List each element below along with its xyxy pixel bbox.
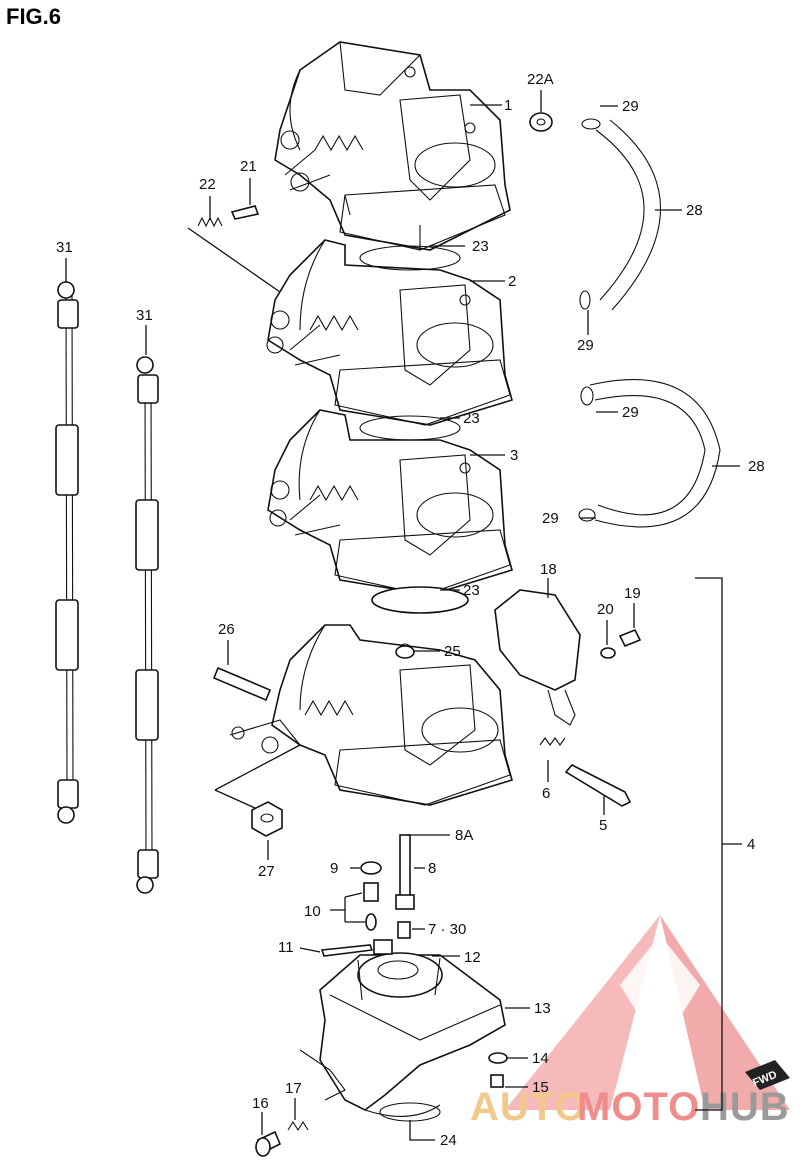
callout-31-b: 31: [136, 307, 153, 324]
callout-28-b: 28: [748, 458, 765, 475]
callout-1: 1: [504, 97, 512, 114]
callout-10: 10: [304, 903, 321, 920]
callout-19: 19: [624, 585, 641, 602]
link-rods: [55, 281, 159, 894]
callout-28-a: 28: [686, 202, 703, 219]
watermark-logo: AUTO MOTO HUB: [470, 915, 790, 1129]
callout-16: 16: [252, 1095, 269, 1112]
carburetor-2: [266, 239, 513, 426]
callout-5: 5: [599, 817, 607, 834]
callout-4: 4: [747, 836, 755, 853]
callout-21: 21: [240, 158, 257, 175]
fwd-arrow-tag: FWD: [745, 1060, 790, 1090]
carburetor-1: [274, 41, 511, 251]
callout-20: 20: [597, 601, 614, 618]
callout-23-c: 23: [463, 582, 480, 599]
figure-title: FIG.6: [6, 4, 61, 29]
leader-lines: [65, 90, 740, 1141]
callout-29-c: 29: [622, 404, 639, 421]
callout-6: 6: [542, 785, 550, 802]
watermark-moto: MOTO: [577, 1085, 700, 1129]
callout-12: 12: [464, 949, 481, 966]
callout-31-a: 31: [56, 239, 73, 256]
gasket-23-lower: [371, 586, 469, 614]
callout-18: 18: [540, 561, 557, 578]
float-chamber: [299, 952, 506, 1122]
callout-22: 22: [199, 176, 216, 193]
callout-11: 11: [278, 939, 294, 956]
callout-25: 25: [444, 643, 461, 660]
callout-17: 17: [285, 1080, 302, 1097]
callout-26: 26: [218, 621, 235, 638]
callout-29-a: 29: [622, 98, 639, 115]
callout-14: 14: [532, 1050, 549, 1067]
callout-15: 15: [532, 1079, 549, 1096]
callout-3: 3: [510, 447, 518, 464]
callout-29-b: 29: [577, 337, 594, 354]
callout-27: 27: [258, 863, 275, 880]
callout-9: 9: [330, 860, 338, 877]
watermark-auto: AUTO: [470, 1085, 587, 1129]
carburetor-4-body: [229, 624, 513, 806]
callout-23-b: 23: [463, 410, 480, 427]
callout-24: 24: [440, 1132, 457, 1149]
carburetor-3: [267, 409, 513, 596]
callout-7-30: 7 · 30: [428, 921, 466, 938]
small-parts: [197, 112, 642, 1157]
watermark-hub: HUB: [700, 1085, 790, 1129]
callout-8: 8: [428, 860, 436, 877]
jet-parts: [320, 834, 415, 957]
callout-labels: 1 22A 29 28 29 21 22 23 2 31 31 29 23 3 …: [56, 71, 765, 1149]
callout-8a: 8A: [455, 827, 473, 844]
callout-22a: 22A: [527, 71, 554, 88]
callout-2: 2: [508, 273, 516, 290]
callout-13: 13: [534, 1000, 551, 1017]
callout-23-a: 23: [472, 238, 489, 255]
callout-29-d: 29: [542, 510, 559, 527]
fuel-hoses: [578, 118, 721, 528]
